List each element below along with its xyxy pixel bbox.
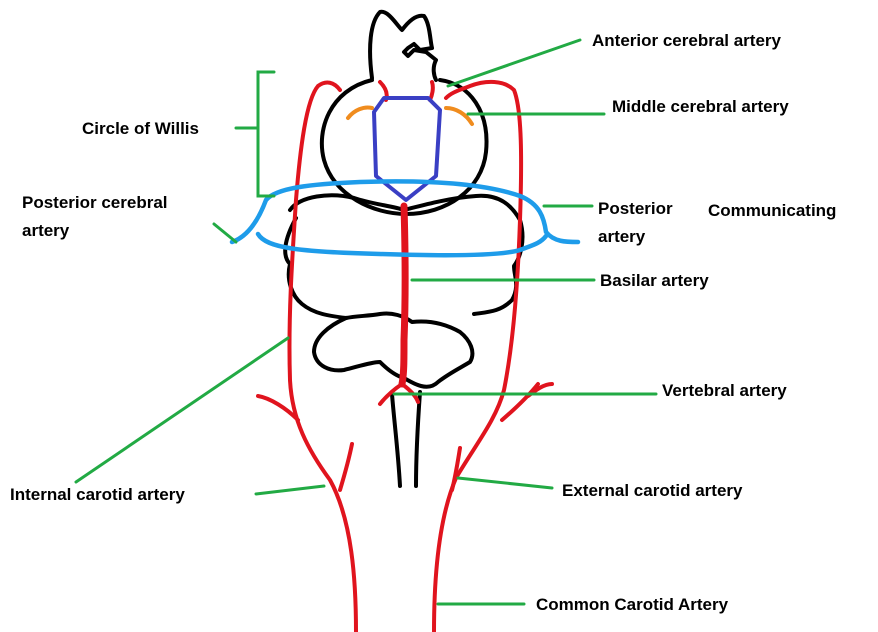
external-carotid-leader bbox=[458, 478, 552, 488]
common-carotid-label: Common Carotid Artery bbox=[536, 595, 729, 614]
internal-carotid-pointer-leader bbox=[76, 338, 288, 482]
posterior-cerebral-leader bbox=[214, 224, 236, 242]
spinal-cord-outline bbox=[392, 394, 400, 486]
circle-of-willis-vessels bbox=[374, 98, 440, 200]
middle-cerebral-branch-left bbox=[348, 107, 372, 118]
circle-of-willis-label: Circle of Willis bbox=[82, 119, 199, 138]
basilar-label: Basilar artery bbox=[600, 271, 709, 290]
internal-carotid-label: Internal carotid artery bbox=[10, 485, 185, 504]
right-internal-carotid-vessel bbox=[434, 82, 521, 632]
cerebellum-outline bbox=[314, 313, 472, 386]
anterior-cerebral-leader bbox=[448, 40, 580, 86]
posterior-cerebral-label-line1: Posterior cerebral bbox=[22, 193, 168, 212]
basilar-artery-vessel bbox=[402, 206, 405, 384]
posterior-communicating-label-line1a: Posterior bbox=[598, 199, 673, 218]
internal-carotid-label-leader bbox=[256, 486, 324, 494]
posterior-communicating-label-line2: artery bbox=[598, 227, 646, 246]
left-internal-carotid-vessel bbox=[289, 83, 356, 632]
right-external-carotid-vessel bbox=[452, 448, 460, 490]
posterior-communicating-label-line1b: Communicating bbox=[708, 201, 836, 220]
middle-cerebral-label: Middle cerebral artery bbox=[612, 97, 789, 116]
posterior-cerebral-label-line2: artery bbox=[22, 221, 70, 240]
left-external-carotid-vessel bbox=[340, 444, 352, 490]
external-carotid-label: External carotid artery bbox=[562, 481, 743, 500]
right-carotid-side-branch bbox=[502, 384, 552, 420]
cerebrum-outline bbox=[322, 80, 487, 214]
olfactory-bulb-outline bbox=[370, 12, 436, 80]
spinal-cord-outline-right bbox=[416, 392, 420, 486]
circle-of-willis-bracket bbox=[236, 72, 274, 196]
anterior-cerebral-label: Anterior cerebral artery bbox=[592, 31, 782, 50]
middle-cerebral-branch-right bbox=[446, 108, 472, 124]
vertebral-label: Vertebral artery bbox=[662, 381, 787, 400]
arteries bbox=[258, 82, 552, 632]
